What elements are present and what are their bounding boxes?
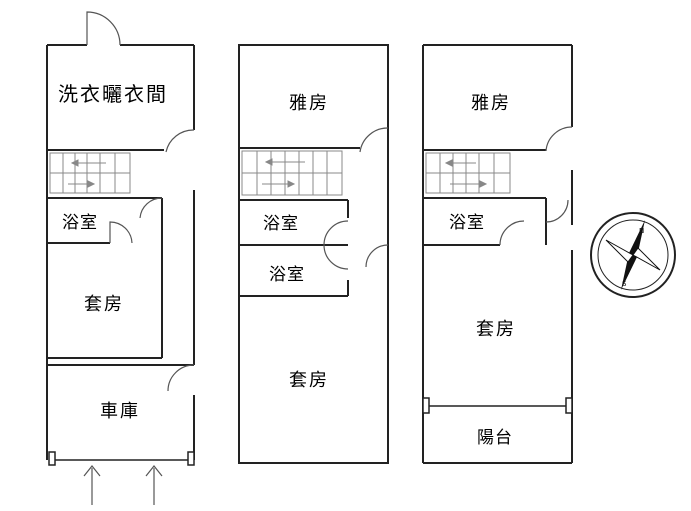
room-study-label-f2: 雅房	[289, 93, 329, 114]
room-bath-lower-label-f2: 浴室	[269, 265, 305, 285]
room-garage-label: 車庫	[100, 401, 140, 422]
room-balcony-label: 陽台	[477, 428, 513, 448]
floor-2-stairs	[241, 150, 343, 196]
floor-2-walls	[238, 44, 389, 464]
floor-2-doors	[323, 127, 389, 270]
compass-north-label: N	[639, 227, 644, 235]
room-study-label-f3: 雅房	[471, 93, 511, 114]
floor-3-walls	[422, 44, 573, 464]
compass-icon: N S	[590, 212, 676, 298]
compass-south-label: S	[622, 280, 627, 288]
floor-1-stairs	[49, 152, 131, 194]
room-bath-label-f1: 浴室	[62, 213, 98, 233]
room-suite-label-f1: 套房	[84, 294, 124, 315]
room-laundry-label: 洗衣曬衣間	[58, 82, 168, 106]
floor-1-walls	[46, 44, 195, 461]
floor-3-doors	[499, 126, 573, 246]
entry-arrows	[83, 465, 163, 505]
room-bath-upper-label-f2: 浴室	[263, 214, 299, 234]
floor-1-doors	[86, 11, 195, 392]
room-suite-label-f3: 套房	[476, 319, 516, 340]
floor-3-stairs	[425, 152, 511, 194]
room-bath-label-f3: 浴室	[449, 213, 485, 233]
room-suite-label-f2: 套房	[289, 370, 329, 391]
